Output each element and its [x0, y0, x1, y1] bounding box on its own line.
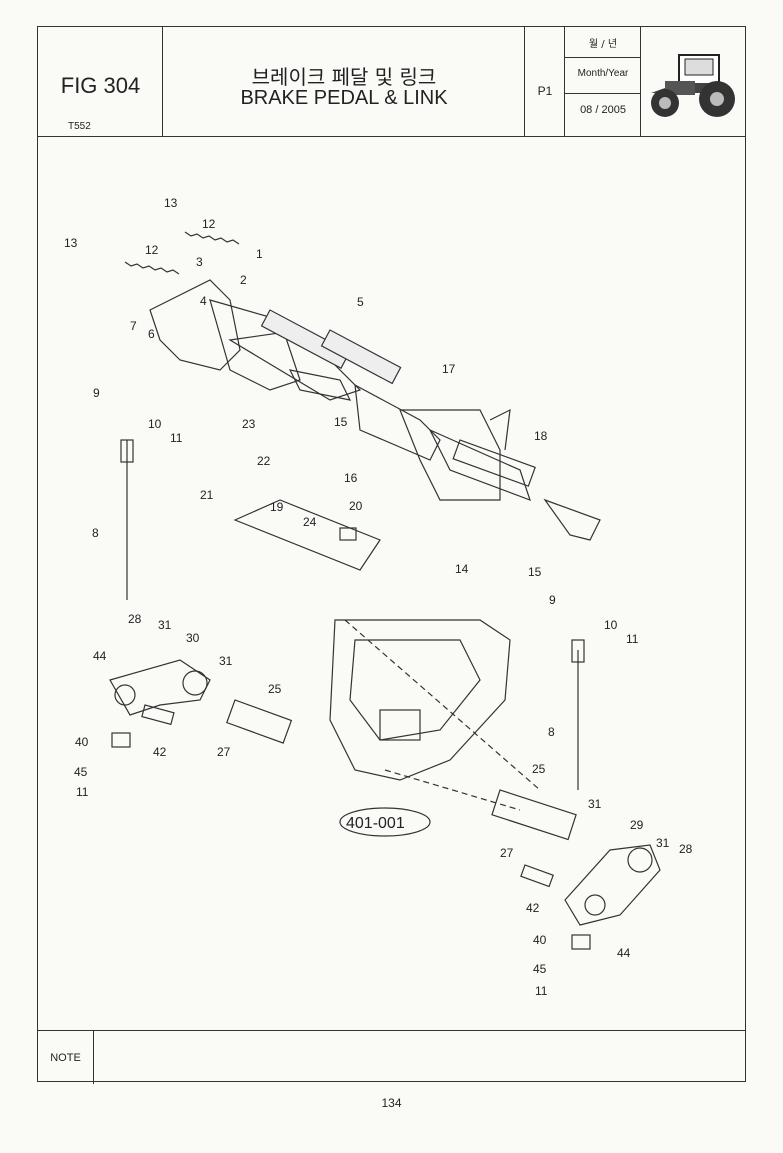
title-block: FIG 304 T552 브레이크 페달 및 링크 BRAKE PEDAL & …	[38, 27, 745, 137]
parts-sheet: FIG 304 T552 브레이크 페달 및 링크 BRAKE PEDAL & …	[37, 26, 746, 1084]
callout-27: 27	[500, 846, 514, 860]
callout-24: 24	[303, 515, 317, 529]
callout-27: 27	[217, 745, 231, 759]
callout-20: 20	[349, 499, 363, 513]
brake-shaft-left	[226, 699, 293, 744]
callout-31: 31	[158, 618, 172, 632]
callout-12: 12	[145, 243, 159, 257]
callout-9: 9	[93, 386, 100, 400]
callout-40: 40	[533, 933, 547, 947]
callout-15: 15	[528, 565, 542, 579]
pedal-bracket	[399, 409, 501, 501]
spring-right	[184, 231, 240, 245]
callout-1: 1	[256, 247, 263, 261]
lock-plate	[233, 499, 381, 571]
spring-left	[124, 261, 180, 275]
callout-13: 13	[164, 196, 178, 210]
callout-29: 29	[630, 818, 644, 832]
figure-number: FIG 304	[60, 73, 141, 98]
callout-42: 42	[153, 745, 167, 759]
callout-21: 21	[200, 488, 214, 502]
callout-11: 11	[170, 431, 183, 445]
callout-25: 25	[532, 762, 546, 776]
title-korean: 브레이크 페달 및 링크	[251, 65, 437, 89]
reference-part-label: 401-001	[346, 815, 405, 832]
callout-25: 25	[268, 682, 282, 696]
callout-28: 28	[128, 612, 142, 626]
callout-11: 11	[626, 632, 639, 646]
brake-arm-right	[564, 844, 661, 926]
callout-9: 9	[549, 593, 556, 607]
brake-shaft-right	[491, 789, 577, 841]
callout-31: 31	[656, 836, 670, 850]
callout-11: 11	[76, 785, 89, 799]
date-cell: 월 / 년 Month/Year 08 / 2005	[565, 27, 641, 136]
callout-45: 45	[74, 765, 88, 779]
callout-3: 3	[196, 255, 203, 269]
title-cell: 브레이크 페달 및 링크 BRAKE PEDAL & LINK	[163, 27, 525, 136]
callout-2: 2	[240, 273, 247, 287]
brake-pedal-right	[209, 299, 301, 391]
note-row: NOTE	[38, 1030, 745, 1084]
page-code: P1	[537, 84, 553, 98]
page-number: 134	[381, 1096, 402, 1110]
callout-12: 12	[202, 217, 216, 231]
callout-42: 42	[526, 901, 540, 915]
callout-5: 5	[357, 295, 364, 309]
link-plate	[543, 498, 601, 541]
exploded-parts-diagram: 13 13 12 12 1 3 2 4 5 7 6 17 9 10 11 23 …	[64, 196, 693, 998]
callout-19: 19	[270, 500, 284, 514]
lock-pin	[339, 527, 357, 541]
callout-40: 40	[75, 735, 89, 749]
title-english: BRAKE PEDAL & LINK	[240, 87, 448, 109]
page-code-cell: P1	[525, 27, 565, 136]
callout-4: 4	[200, 294, 207, 308]
callout-44: 44	[93, 649, 107, 663]
figure-cell: FIG 304 T552	[38, 27, 163, 136]
cross-shaft	[452, 439, 536, 487]
callout-28: 28	[679, 842, 693, 856]
revision-date: 08 / 2005	[580, 104, 626, 116]
tractor-icon	[651, 54, 735, 117]
callout-17: 17	[442, 362, 456, 376]
brake-arm-left	[109, 659, 211, 716]
pedal-pad-upper	[260, 309, 351, 369]
date-label-korean: 월 / 년	[588, 39, 618, 50]
callout-44: 44	[617, 946, 631, 960]
callout-30: 30	[186, 631, 200, 645]
callout-8: 8	[92, 526, 99, 540]
brake-pedal-left	[149, 279, 241, 371]
callout-8: 8	[548, 725, 555, 739]
tractor-logo-cell	[641, 27, 747, 136]
date-label-english: Month/Year	[577, 68, 629, 79]
callout-11: 11	[535, 984, 548, 998]
transmission-housing	[329, 619, 511, 781]
callout-6: 6	[148, 327, 155, 341]
callout-10: 10	[604, 618, 618, 632]
model-code: T552	[68, 121, 91, 132]
callout-16: 16	[344, 471, 358, 485]
callout-14: 14	[455, 562, 469, 576]
callout-22: 22	[257, 454, 271, 468]
callout-15: 15	[334, 415, 348, 429]
callout-31: 31	[588, 797, 602, 811]
pedal-pad-lower	[320, 329, 402, 385]
callout-31: 31	[219, 654, 233, 668]
callout-7: 7	[130, 319, 137, 333]
callout-45: 45	[533, 962, 547, 976]
callout-18: 18	[534, 429, 548, 443]
note-label: NOTE	[38, 1031, 94, 1084]
callout-10: 10	[148, 417, 162, 431]
callout-13: 13	[64, 236, 78, 250]
callout-23: 23	[242, 417, 256, 431]
